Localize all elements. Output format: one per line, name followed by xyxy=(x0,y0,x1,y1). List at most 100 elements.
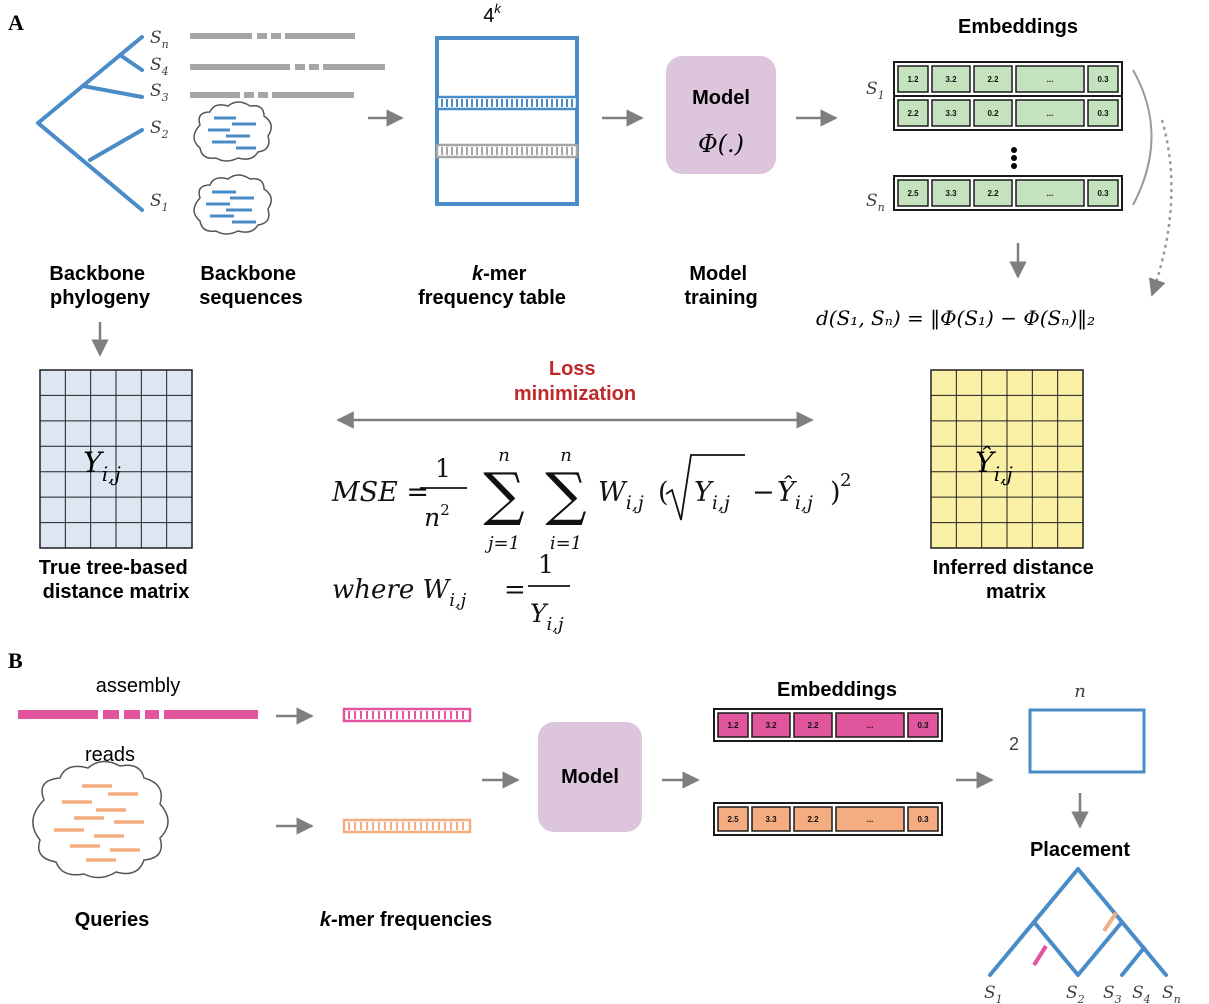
embedding-value: 3.2 xyxy=(945,75,957,84)
embedding-cell xyxy=(1087,99,1119,127)
embedding-value: 0.3 xyxy=(917,721,929,730)
embedding-cell xyxy=(793,806,833,832)
label-model-training: Model training xyxy=(684,263,757,309)
leaf-label-s3: S3 xyxy=(1103,983,1122,1004)
embedding-value: 2.2 xyxy=(807,721,819,730)
vertical-ellipsis xyxy=(1011,147,1017,169)
embedding-value: ... xyxy=(867,721,874,730)
svg-text:MSE =: MSE = xyxy=(331,477,429,508)
embedding-cell xyxy=(973,65,1013,93)
svg-text:∑: ∑ xyxy=(483,460,524,528)
embedding-value: 2.2 xyxy=(987,75,999,84)
label-placement: Placement xyxy=(1030,839,1130,861)
embedding-cell xyxy=(751,712,791,738)
weight-formula: where Wi,j = 1 Yi,j xyxy=(332,550,570,635)
embedding-value: 2.2 xyxy=(807,815,819,824)
embedding-row-assembly: 1.2 3.2 2.2... 0.3 xyxy=(713,708,943,742)
leaf-label-sn: Sn xyxy=(1162,983,1181,1004)
embedding-cell xyxy=(717,806,749,832)
inferred-matrix-symbol: Ŷi,j xyxy=(975,446,1012,486)
embedding-cell xyxy=(717,712,749,738)
model-title: Model xyxy=(692,87,750,109)
embedding-cell xyxy=(835,806,905,832)
embedding-label-sn: Sn xyxy=(866,191,885,214)
taxon-label-s3: S3 xyxy=(150,81,169,104)
model-box xyxy=(666,56,776,174)
embedding-label-s1: S1 xyxy=(866,79,885,102)
table-header-4k: 4k xyxy=(483,1,502,27)
svg-text:=: = xyxy=(504,575,526,605)
svg-text:(: ( xyxy=(658,477,669,508)
embedding-value: 2.5 xyxy=(727,815,739,824)
embedding-cell xyxy=(973,179,1013,207)
embedding-cell xyxy=(973,99,1013,127)
embedding-bracket xyxy=(1132,69,1153,206)
embedding-value: 1.2 xyxy=(727,721,739,730)
read-cloud-s1 xyxy=(193,174,272,235)
model-function: Φ(.) xyxy=(698,130,744,158)
svg-text:−: − xyxy=(752,477,775,508)
embedding-value: ... xyxy=(867,815,874,824)
matrix-cols-label: n xyxy=(1074,681,1086,702)
svg-text:Wi,j: Wi,j xyxy=(598,477,644,514)
svg-text:n: n xyxy=(560,445,572,466)
embedding-cell xyxy=(897,99,929,127)
embedding-value: 0.3 xyxy=(1097,109,1109,118)
true-matrix-symbol: Yi,j xyxy=(83,446,120,486)
svg-text:2: 2 xyxy=(840,470,851,491)
embedding-cell xyxy=(907,712,939,738)
embedding-row-reads: 2.5 3.3 2.2... 0.3 xyxy=(713,802,943,836)
svg-text:n2: n2 xyxy=(424,501,450,532)
kmer-vector-reads xyxy=(342,818,472,834)
embedding-cell xyxy=(931,99,971,127)
true-distance-matrix xyxy=(39,369,193,549)
svg-text:1: 1 xyxy=(435,454,451,483)
embedding-value: 3.2 xyxy=(765,721,777,730)
embedding-value: 1.2 xyxy=(907,75,919,84)
table-row-blue xyxy=(435,95,579,111)
taxon-label-sn: Sn xyxy=(150,28,169,51)
label-inferred-matrix: Inferred distance matrix xyxy=(933,557,1100,603)
svg-text:Yi,j: Yi,j xyxy=(530,599,564,635)
label-reads: reads xyxy=(85,744,135,766)
label-kmer-table: k-mer frequency table xyxy=(418,263,566,309)
table-row-gray xyxy=(435,143,579,159)
embeddings-grid-b: 1.2 3.2 2.2... 0.3 2.5 3.3 2.2... 0.3 xyxy=(713,708,943,836)
embedding-value: 2.2 xyxy=(987,189,999,198)
embedding-cell xyxy=(793,712,833,738)
embedding-value: ... xyxy=(1047,75,1054,84)
embedding-cell xyxy=(931,65,971,93)
leaf-label-s4: S4 xyxy=(1132,983,1151,1004)
embedding-value: 3.3 xyxy=(765,815,777,824)
model-box-b xyxy=(538,722,642,832)
placement-mark-reads xyxy=(1102,911,1118,933)
kmer-vector-assembly xyxy=(342,707,472,723)
svg-text:∑: ∑ xyxy=(545,460,586,528)
read-cloud-s2 xyxy=(193,101,272,162)
embedding-cell xyxy=(1015,65,1085,93)
leaf-label-s2: S2 xyxy=(1066,983,1085,1004)
svg-text:i=1: i=1 xyxy=(550,533,582,554)
embedding-cell xyxy=(897,65,929,93)
matrix-rows-label: 2 xyxy=(1009,734,1019,754)
embeddings-title-b: Embeddings xyxy=(777,679,897,701)
embedding-cell xyxy=(1015,99,1085,127)
label-true-matrix: True tree-based distance matrix xyxy=(39,557,194,603)
embedding-value: 0.3 xyxy=(917,815,929,824)
placement-mark-assembly xyxy=(1032,944,1048,967)
embedding-value: ... xyxy=(1047,109,1054,118)
backbone-tree xyxy=(36,35,144,212)
dotted-arrow-to-distance xyxy=(1148,119,1173,297)
embedding-cell xyxy=(1015,179,1085,207)
embedding-cell xyxy=(1087,179,1119,207)
label-backbone-phylogeny: Backbone phylogeny xyxy=(49,263,150,309)
svg-text:j=1: j=1 xyxy=(484,533,520,554)
embedding-value: 0.2 xyxy=(987,109,999,118)
svg-text:): ) xyxy=(830,477,841,508)
embedding-value: 3.3 xyxy=(945,189,957,198)
embedding-value: ... xyxy=(1047,189,1054,198)
loss-minimization-title: Loss minimization xyxy=(514,358,636,405)
